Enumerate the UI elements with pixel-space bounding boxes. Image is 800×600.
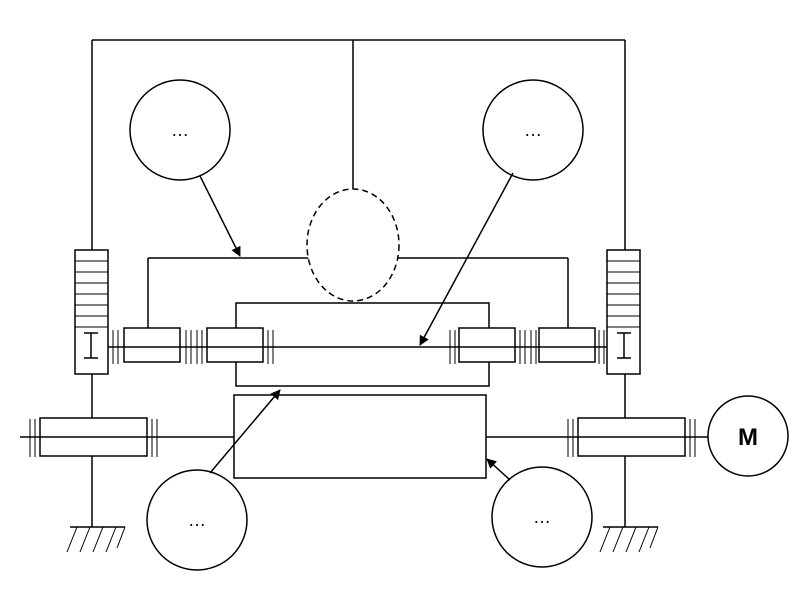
arrow-top-left [199, 175, 241, 257]
right-spring [606, 249, 641, 375]
callout-bottom-left: … [146, 469, 248, 571]
callout-bottom-right: … [491, 466, 593, 568]
arrow-bottom-right [486, 458, 511, 481]
lower-central-block [233, 394, 487, 479]
callout-bottom-left-label: … [188, 510, 206, 530]
motor: M [707, 395, 789, 477]
left-spring [74, 249, 109, 375]
lower-right-bearing [567, 417, 696, 457]
callout-bottom-right-label: … [533, 507, 551, 527]
upper-link-bar [147, 257, 569, 328]
right-ground [599, 456, 659, 553]
callout-top-left: … [129, 79, 231, 181]
arrow-top-right [419, 172, 514, 346]
callout-top-left-label: … [171, 120, 189, 140]
callout-top-right-label: … [524, 120, 542, 140]
lower-left-bearing [29, 417, 158, 457]
upper-central-block [235, 302, 490, 387]
dashed-ellipse [306, 188, 400, 302]
left-ground [66, 456, 126, 553]
motor-label: M [738, 424, 758, 451]
upper-shaft-bearings [112, 327, 605, 364]
arrow-bottom-left [209, 389, 281, 474]
callout-top-right: … [482, 79, 584, 181]
